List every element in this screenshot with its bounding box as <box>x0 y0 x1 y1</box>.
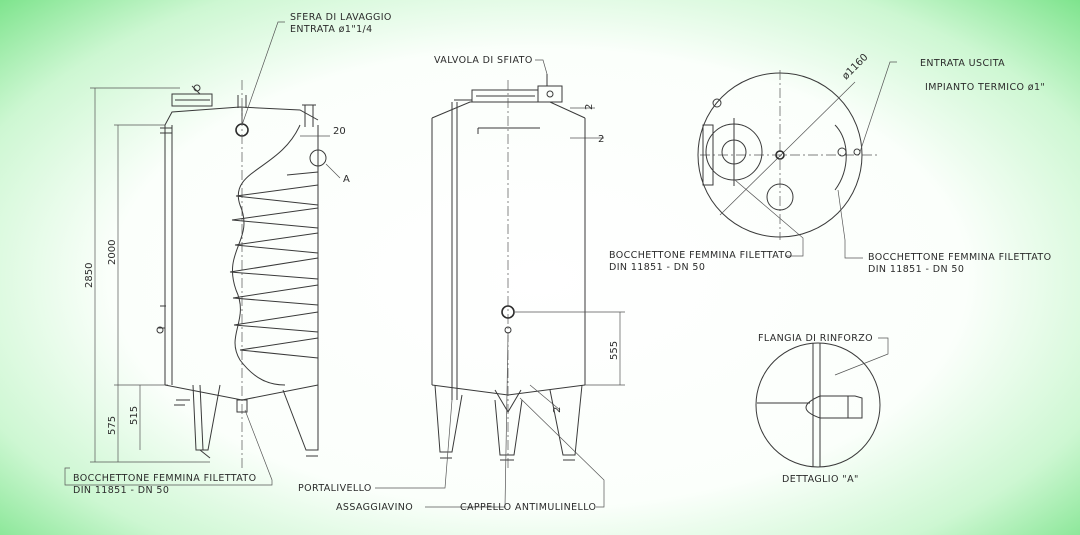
label-valvola: VALVOLA DI SFIATO <box>434 55 533 66</box>
dim-spacing-20: 20 <box>333 126 346 137</box>
label-portalivello: PORTALIVELLO <box>298 483 372 494</box>
label-bocchettone-right-1: BOCCHETTONE FEMMINA FILETTATO <box>868 252 1051 263</box>
front-elevation-view: 2 2 555 2 <box>431 74 625 470</box>
leader-lines <box>64 21 897 508</box>
dim-total-height: 2850 <box>84 263 95 288</box>
label-cappello: CAPPELLO ANTIMULINELLO <box>460 502 596 513</box>
dim-diameter: ø1160 <box>840 52 870 82</box>
label-sfera-line1: SFERA DI LAVAGGIO <box>290 12 392 23</box>
label-entrata-uscita: ENTRATA USCITA <box>920 58 1005 69</box>
dim-slope-bottom: 2 <box>552 407 563 413</box>
label-sfera-line2: ENTRATA ø1"1/4 <box>290 24 373 35</box>
dim-level-555: 555 <box>609 341 620 360</box>
dim-leg-515: 515 <box>129 406 140 425</box>
detail-a-view <box>755 342 881 468</box>
dim-slope-top-2: 2 <box>598 134 604 145</box>
label-flangia: FLANGIA DI RINFORZO <box>758 333 873 344</box>
dim-cylinder-height: 2000 <box>107 240 118 265</box>
detail-marker-a: A <box>343 174 350 185</box>
label-bocchettone-left-2: DIN 11851 - DN 50 <box>73 485 169 496</box>
label-assaggiavino: ASSAGGIAVINO <box>336 502 413 513</box>
label-impianto-termico: IMPIANTO TERMICO ø1" <box>925 82 1045 93</box>
label-dettaglio: DETTAGLIO "A" <box>782 474 859 485</box>
left-elevation-view: 2850 2000 575 515 20 A <box>84 80 350 470</box>
label-bocchettone-right-2: DIN 11851 - DN 50 <box>868 264 964 275</box>
dim-leg-575: 575 <box>107 416 118 435</box>
label-bocchettone-top-1: BOCCHETTONE FEMMINA FILETTATO <box>609 250 792 261</box>
dim-slope-top-1: 2 <box>584 104 595 110</box>
label-bocchettone-top-2: DIN 11851 - DN 50 <box>609 262 705 273</box>
label-bocchettone-left-1: BOCCHETTONE FEMMINA FILETTATO <box>73 473 256 484</box>
top-plan-view: ø1160 <box>697 52 880 240</box>
